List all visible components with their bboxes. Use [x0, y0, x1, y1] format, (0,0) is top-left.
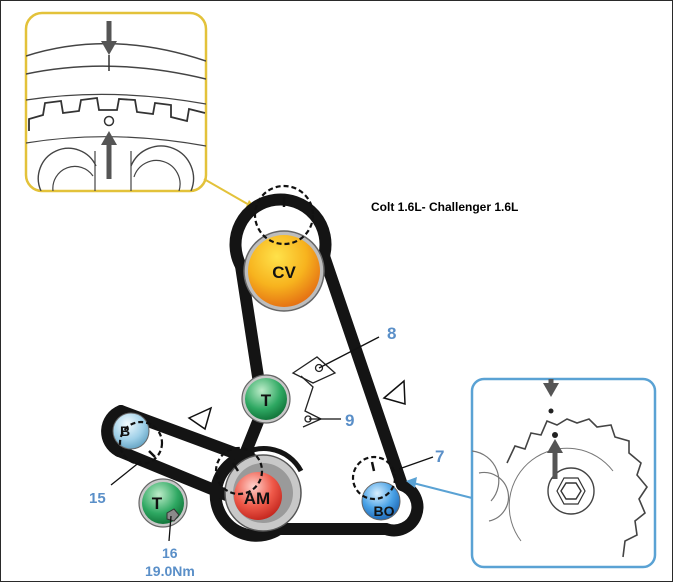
tensioner-spring: [291, 356, 337, 428]
callout-leaders: [110, 336, 434, 542]
cam-detail-leader: [203, 178, 252, 207]
balancer-label: B: [120, 423, 130, 439]
timing-mark-ticks: [148, 197, 376, 472]
torque-value: 19.0Nm: [145, 563, 195, 579]
oil-pump-detail-frame: [470, 377, 657, 569]
oil-pump-label: BO: [374, 503, 395, 519]
rotation-arrow-icon: [187, 406, 213, 431]
callout-8: 8: [387, 324, 396, 343]
balancer-pulley: B: [112, 412, 150, 450]
callout-7: 7: [435, 447, 444, 466]
cam-pulley: CV: [243, 230, 325, 312]
crank-pulley: AM: [224, 454, 302, 532]
oil-pump-detail-leader-arrow: [406, 477, 417, 488]
callout-9: 9: [345, 411, 354, 430]
tensioner-bolt-icon: [166, 508, 180, 522]
crank-pulley-label: AM: [244, 489, 270, 508]
engine-title: Colt 1.6L- Challenger 1.6L: [371, 200, 518, 214]
oil-pump-detail-leader: [412, 482, 473, 499]
lower-tensioner-label: T: [152, 494, 163, 513]
cam-detail-drawing: [26, 21, 206, 191]
lower-tensioner-pulley: T: [138, 478, 188, 528]
oil-pump-mark-detail: [470, 377, 657, 569]
callout-15: 15: [89, 490, 106, 507]
rotation-arrow-icon: [382, 379, 406, 406]
timing-mark-circles: [118, 184, 397, 501]
cam-pulley-label: CV: [272, 263, 296, 282]
upper-tensioner-pulley: T: [241, 374, 291, 424]
oil-pump-pulley: BO: [361, 481, 401, 521]
cam-mark-detail: [24, 11, 208, 193]
oil-pump-detail-drawing: [472, 379, 648, 558]
callout-16: 16: [162, 545, 178, 561]
upper-tensioner-label: T: [261, 391, 272, 410]
